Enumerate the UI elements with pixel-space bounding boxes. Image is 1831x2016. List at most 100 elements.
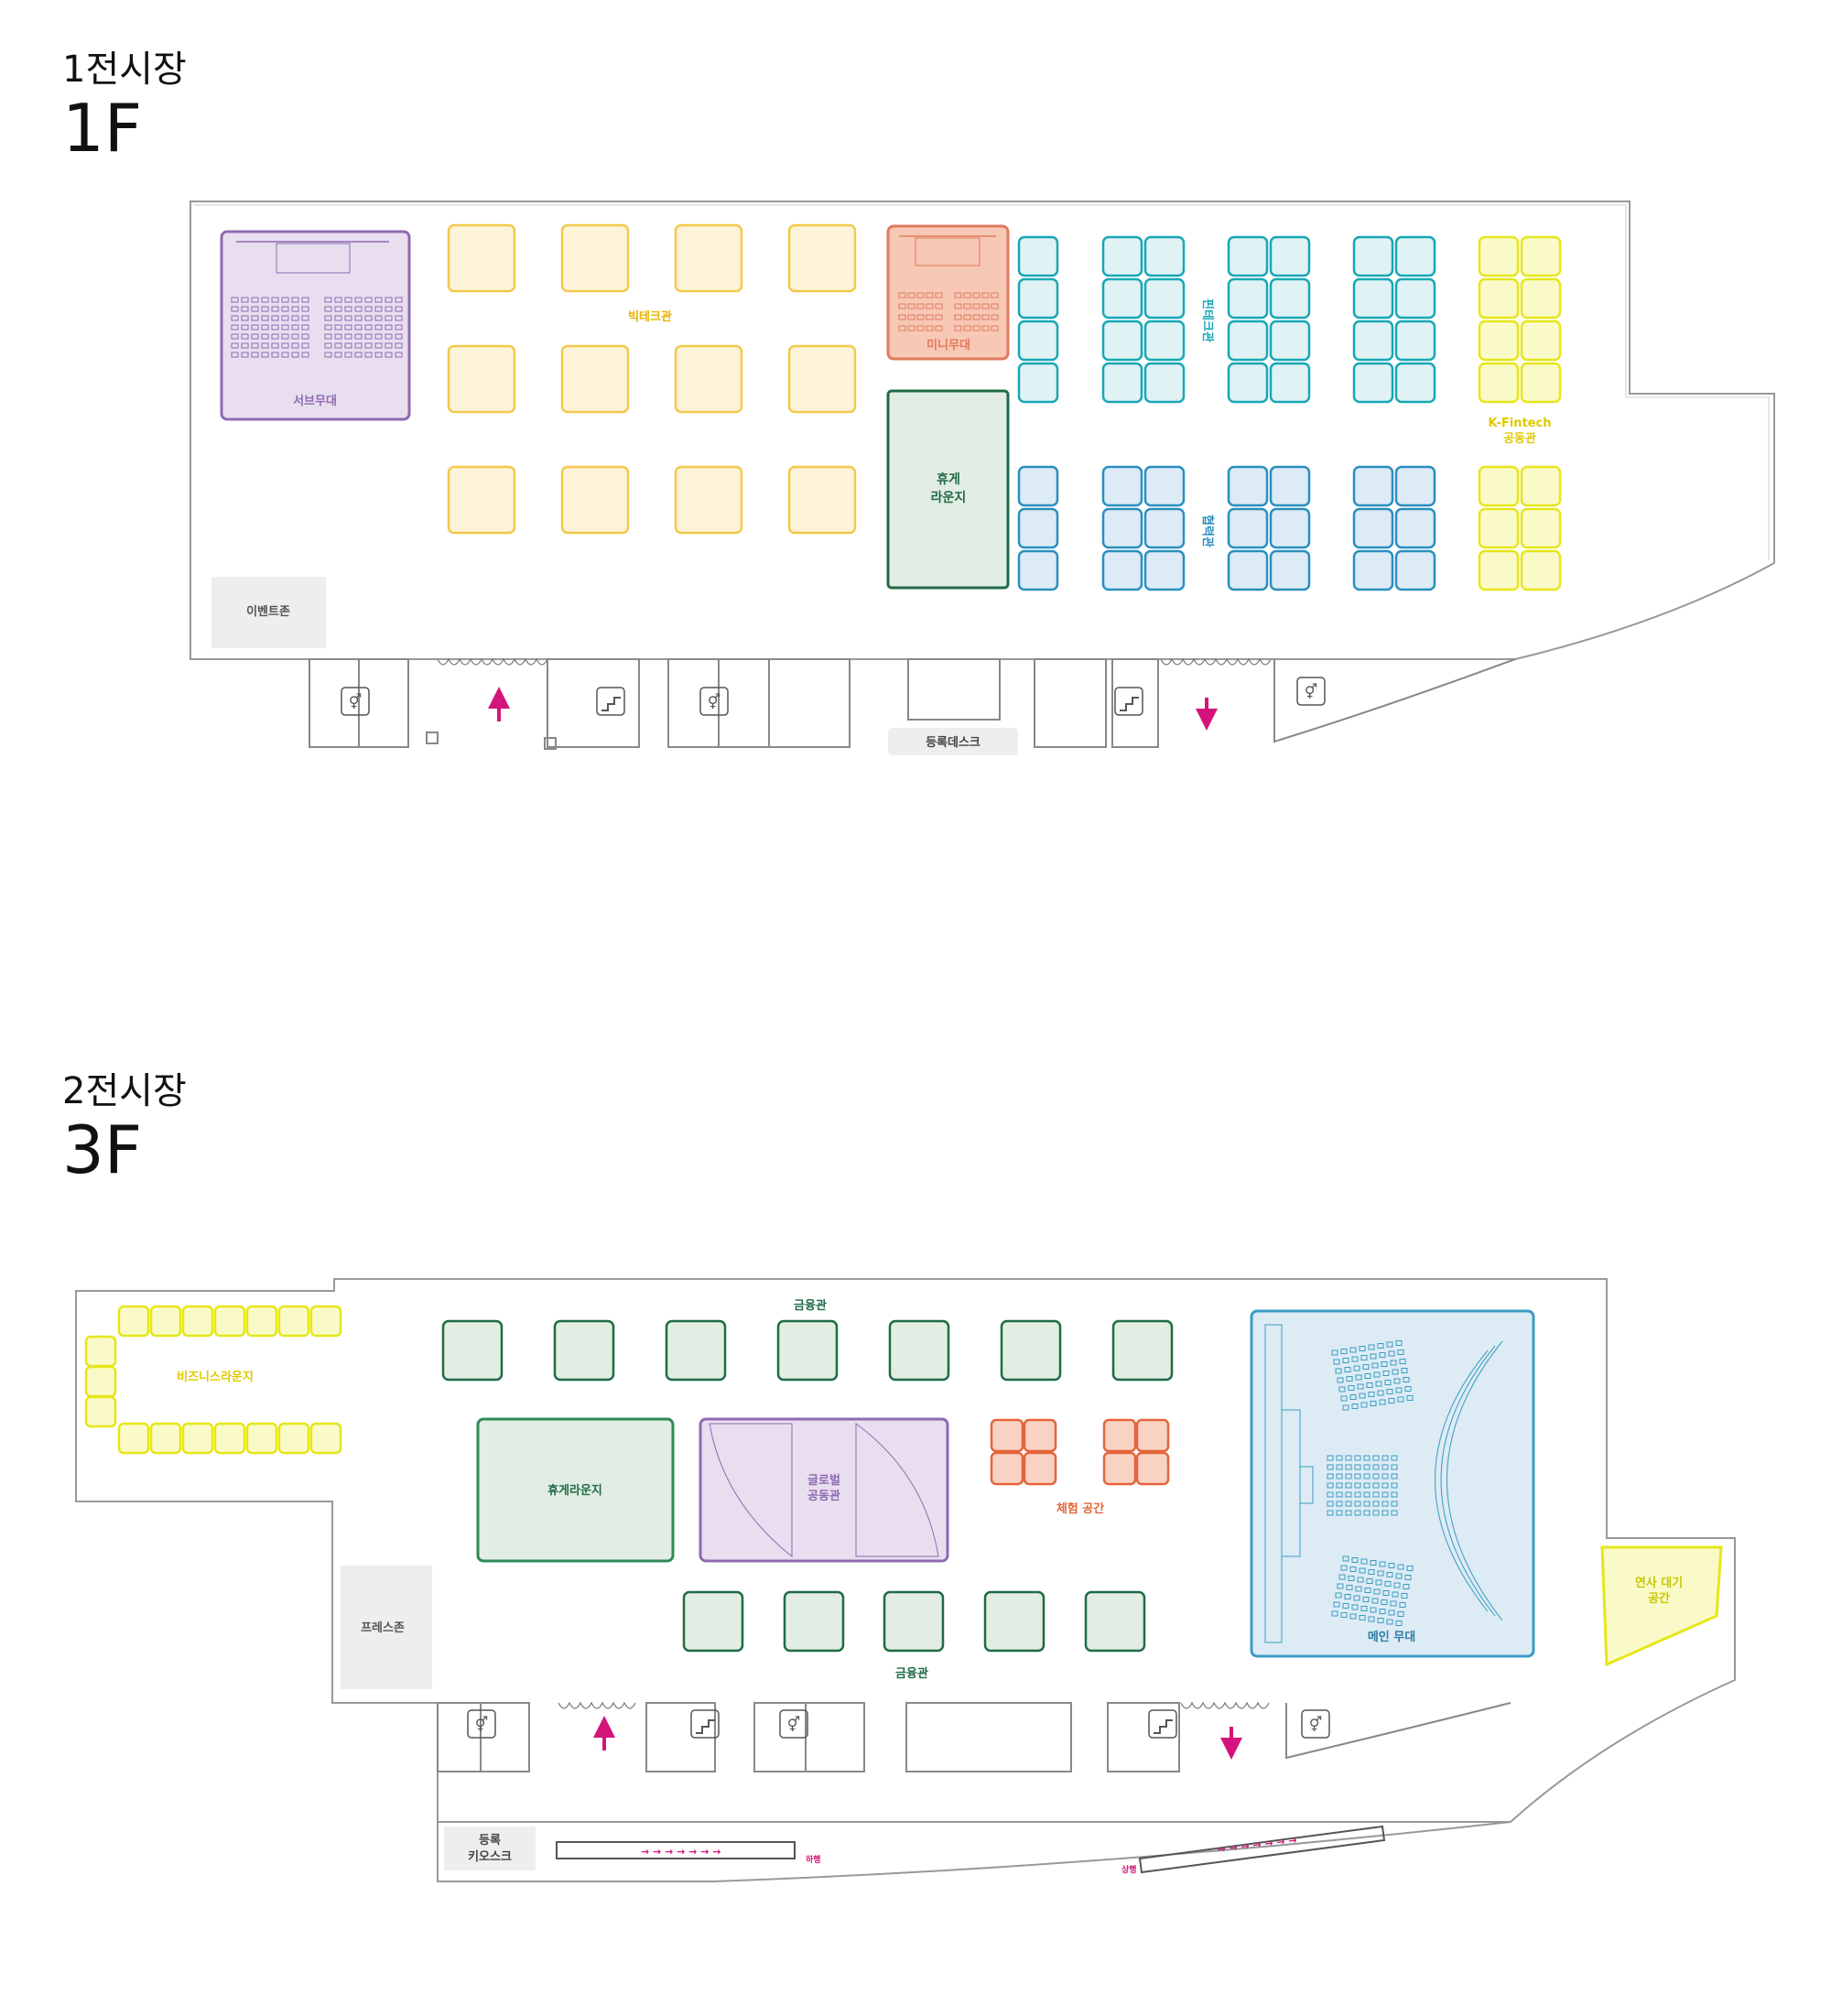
seat	[1345, 1473, 1352, 1479]
seat	[1340, 1395, 1348, 1402]
seat	[364, 352, 373, 358]
seat	[364, 324, 373, 331]
seat	[1345, 1464, 1352, 1470]
kfintech-booth	[1478, 320, 1520, 362]
seat	[251, 315, 259, 321]
seat	[344, 315, 352, 321]
business-lounge-label: 비즈니스라운지	[177, 1370, 254, 1384]
experience-label: 체험 공간	[1056, 1501, 1104, 1516]
floor3-service-rooms	[437, 1702, 1511, 1772]
seat	[1391, 1482, 1398, 1489]
seat	[1345, 1510, 1352, 1516]
seat	[1355, 1374, 1362, 1381]
seat	[1377, 1618, 1384, 1623]
seat	[907, 303, 916, 309]
seat	[385, 333, 393, 340]
seat	[1370, 1560, 1377, 1566]
restroom-icon: ⚥	[341, 687, 370, 716]
fintech-booth	[1352, 235, 1394, 277]
cooperation-booth	[1352, 465, 1394, 507]
restroom-icon: ⚥	[779, 1709, 808, 1739]
seat	[1349, 1394, 1357, 1400]
seat	[954, 314, 962, 320]
seat	[1327, 1455, 1334, 1461]
seat	[1388, 1350, 1395, 1357]
seat	[963, 303, 971, 309]
kfintech-booth	[1520, 320, 1562, 362]
seat	[898, 292, 906, 298]
business-lounge-booth	[213, 1422, 246, 1455]
bigtech-booth	[674, 465, 743, 535]
seat	[1391, 1501, 1398, 1507]
floor3-global-pavilion: 글로벌 공동관	[699, 1417, 949, 1563]
kfintech-label-line2: 공동관	[1503, 431, 1536, 446]
floor3-press-zone: 프레스존	[341, 1566, 432, 1689]
seat	[395, 315, 403, 321]
finance-booth	[783, 1590, 845, 1653]
seat	[231, 352, 239, 358]
seat	[1384, 1581, 1392, 1587]
seat	[271, 342, 279, 349]
seat	[1395, 1620, 1403, 1626]
global-label-line2: 공동관	[807, 1489, 840, 1503]
fintech-booth	[1227, 320, 1269, 362]
seat	[1338, 1574, 1346, 1580]
floor1-service-rooms	[309, 658, 1516, 755]
seat	[354, 352, 363, 358]
seat	[1351, 1404, 1359, 1409]
seat	[324, 352, 332, 358]
seat	[231, 306, 239, 312]
svg-text:⚥: ⚥	[1309, 1716, 1322, 1733]
finance-booth	[983, 1590, 1046, 1653]
cooperation-booth	[1101, 465, 1143, 507]
seat	[1371, 1362, 1379, 1369]
bigtech-booth	[787, 465, 857, 535]
main-stage-label: 메인 무대	[1368, 1630, 1415, 1644]
seat	[1351, 1604, 1359, 1610]
seat	[916, 303, 925, 309]
floor1-outline-inner	[194, 204, 1770, 560]
seat	[1366, 1578, 1373, 1584]
seat	[1327, 1510, 1334, 1516]
seat	[1368, 1616, 1375, 1622]
kfintech-booth	[1478, 507, 1520, 549]
seat	[281, 352, 289, 358]
floor3-experience-booths	[990, 1418, 1170, 1486]
fintech-booth	[1227, 362, 1269, 404]
cooperation-booth	[1394, 507, 1436, 549]
floor3-doors	[558, 1701, 1270, 1709]
business-lounge-booth	[84, 1365, 117, 1398]
seat	[1362, 1597, 1370, 1602]
seat	[1333, 1601, 1340, 1608]
seat	[935, 325, 943, 331]
seat	[1368, 1344, 1375, 1350]
cooperation-booth	[1227, 465, 1269, 507]
seat	[281, 333, 289, 340]
seat	[1390, 1360, 1397, 1366]
seat	[281, 297, 289, 303]
seat	[1372, 1491, 1380, 1498]
cooperation-booth	[1101, 507, 1143, 549]
floor1-doors	[437, 657, 1272, 666]
seat	[1391, 1455, 1398, 1461]
stairs-icon	[596, 687, 625, 716]
seat	[1349, 1566, 1357, 1572]
seat	[907, 314, 916, 320]
seat	[354, 324, 363, 331]
seat	[1354, 1464, 1361, 1470]
seat	[1406, 1566, 1414, 1571]
bigtech-booth	[560, 465, 630, 535]
seat	[251, 324, 259, 331]
seat	[916, 325, 925, 331]
cooperation-booth	[1227, 549, 1269, 591]
mini-stage-label: 미니무대	[926, 338, 970, 352]
seat	[1359, 1393, 1366, 1399]
experience-booth	[1135, 1451, 1170, 1486]
finance-booth	[441, 1319, 504, 1382]
seat	[385, 306, 393, 312]
bigtech-booth	[447, 344, 516, 414]
business-lounge-booth	[84, 1395, 117, 1428]
seat	[1363, 1464, 1371, 1470]
seat	[1373, 1588, 1381, 1595]
fintech-booth	[1227, 235, 1269, 277]
